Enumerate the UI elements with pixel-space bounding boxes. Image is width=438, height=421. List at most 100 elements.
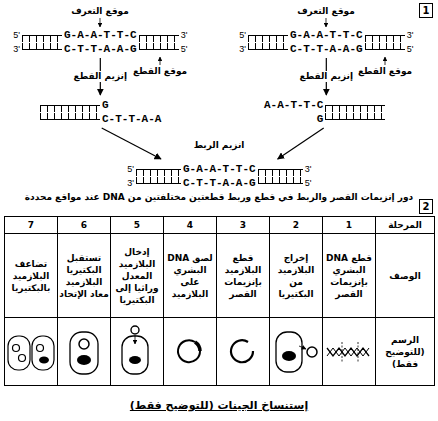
table-cell [58, 318, 111, 386]
strand-end-label: 5' [127, 164, 134, 175]
table-cell [164, 318, 217, 386]
strand-backbone [40, 113, 100, 120]
site-label: موقع التعرف [297, 6, 355, 17]
table-cell: لصق DNA البشري على البلازميد [164, 234, 217, 318]
base-sequence: C-T-T-A-A-G [181, 176, 258, 190]
dna-strand: A-A-T-T-C [262, 98, 385, 112]
stage-number: 3 [240, 220, 246, 230]
dna-strand: G-A-A-T-T-C [136, 162, 303, 176]
row-header: الرسم (للتوضيح فقط) [385, 335, 424, 369]
dna-strand: G-A-A-T-T-C [248, 28, 405, 42]
strand-end-label: 3' [181, 30, 188, 41]
table-cell [111, 318, 164, 386]
table-cell: المرحلة [376, 217, 435, 234]
strand-backbone [139, 43, 179, 50]
base-sequence: G-A-A-T-T-C [181, 162, 258, 176]
base-sequence: G [100, 98, 111, 112]
dna-fragment: G-A-A-T-T-CC-T-T-A-A-G [248, 28, 405, 56]
bacterium-illustration [271, 324, 321, 380]
site-label: موقع القطع [133, 66, 187, 77]
stage-number: 5 [134, 220, 140, 230]
stage-description: تضاعف البلازميد بالبكتيريا [12, 259, 51, 293]
enzyme-label: انزيم الربط [194, 140, 245, 151]
dna-strand: G [40, 98, 163, 112]
strand-backbone [22, 35, 62, 42]
edge-label: إنزيم القطع [72, 71, 130, 82]
base-sequence: C-T-T-A-A-G [288, 42, 365, 56]
dna-strand: C-T-T-A-A-G [136, 176, 303, 190]
table-cell: 4 [164, 217, 217, 234]
leader-arrow [99, 18, 100, 27]
table-cell: قطع DNA البشري بإنزيمات القصر [323, 234, 376, 318]
dna-strand: C-T-T-A-A [40, 112, 163, 126]
table-cell: 3 [217, 217, 270, 234]
strand-backbone [139, 35, 179, 42]
strand-backbone [22, 43, 62, 50]
strand-backbone [325, 113, 385, 120]
strand-end-label: 3' [13, 44, 20, 55]
row-header: المرحلة [388, 220, 422, 230]
strand-end-label: 3' [239, 44, 246, 55]
dna-fragment: GC-T-T-A-A [40, 98, 163, 126]
table-cell: 6 [58, 217, 111, 234]
process-arrow [278, 128, 324, 159]
stage-description: لصق DNA البشري على البلازميد [167, 253, 212, 299]
stage-number: 2 [293, 220, 299, 230]
stage-number: 7 [28, 220, 34, 230]
strand-end-label: 5' [305, 178, 312, 189]
table-cell: تضاعف البلازميد بالبكتيريا [5, 234, 58, 318]
edge-label: إنزيم القطع [298, 71, 356, 82]
table-cell [323, 318, 376, 386]
stage-description: قطع DNA البشري بإنزيمات القصر [326, 253, 372, 299]
strand-backbone [248, 43, 288, 50]
recombinant-bacterium-illustration [59, 324, 109, 380]
site-label: موقع القطع [358, 66, 412, 77]
table-cell: 5 [111, 217, 164, 234]
stage-description: إخراج البلازميد من البكتيريا [278, 253, 315, 299]
strand-backbone [365, 43, 405, 50]
leader-arrow [325, 18, 326, 27]
strand-end-label: 5' [181, 44, 188, 55]
strand-end-label: 5' [407, 44, 414, 55]
stage-description: تستقبل البكتيريا البلازميد معاد الإتحاد [59, 253, 108, 299]
dna-strand: C-T-T-A-A-G [248, 42, 405, 56]
table-cell [5, 318, 58, 386]
dna-illustration [324, 324, 374, 380]
dna-strand: C-T-T-A-A-G [22, 42, 179, 56]
table-cell [270, 318, 323, 386]
dna-fragment: A-A-T-T-CG [262, 98, 385, 126]
strand-backbone [136, 177, 181, 184]
base-sequence: A-A-T-T-C [262, 98, 325, 112]
table-cell: الوصف [376, 234, 435, 318]
cloning-table: المرحلة 1 2 3 4 5 6 7 الوصف قطع DNA البش… [4, 216, 435, 386]
table-cell: قطع البلازميد بإنزيمات القصر [217, 234, 270, 318]
site-label: موقع التعرف [71, 6, 129, 17]
table-cell: الرسم (للتوضيح فقط) [376, 318, 435, 386]
section-number: 2 [419, 199, 434, 214]
strand-backbone [258, 177, 303, 184]
strand-backbone [136, 169, 181, 176]
caption: إستنساخ الجينات (للتوضيح فقط) [130, 399, 308, 412]
table-cell: إخراج البلازميد من البكتيريا [270, 234, 323, 318]
strand-end-label: 3' [305, 164, 312, 175]
table-cell: إدخال البلازميد المعدل وراثيا إلى البكتي… [111, 234, 164, 318]
stage-description: إدخال البلازميد المعدل وراثيا إلى البكتي… [116, 247, 159, 305]
row-header: الوصف [389, 271, 421, 281]
strand-end-label: 5' [239, 30, 246, 41]
base-sequence: G-A-A-T-T-C [62, 28, 139, 42]
base-sequence: C-T-T-A-A [100, 112, 163, 126]
strand-backbone [40, 105, 100, 112]
dna-strand: G-A-A-T-T-C [22, 28, 179, 42]
strand-end-label: 3' [127, 178, 134, 189]
strand-end-label: 3' [407, 30, 414, 41]
stage-number: 4 [187, 220, 193, 230]
recombinant-plasmid-illustration [165, 324, 215, 380]
table-cell [217, 318, 270, 386]
dna-strand: G [262, 112, 385, 126]
strand-backbone [258, 169, 303, 176]
caption-row: إستنساخ الجينات (للتوضيح فقط) [0, 394, 438, 413]
transformation-illustration [112, 324, 162, 380]
strand-backbone [365, 35, 405, 42]
